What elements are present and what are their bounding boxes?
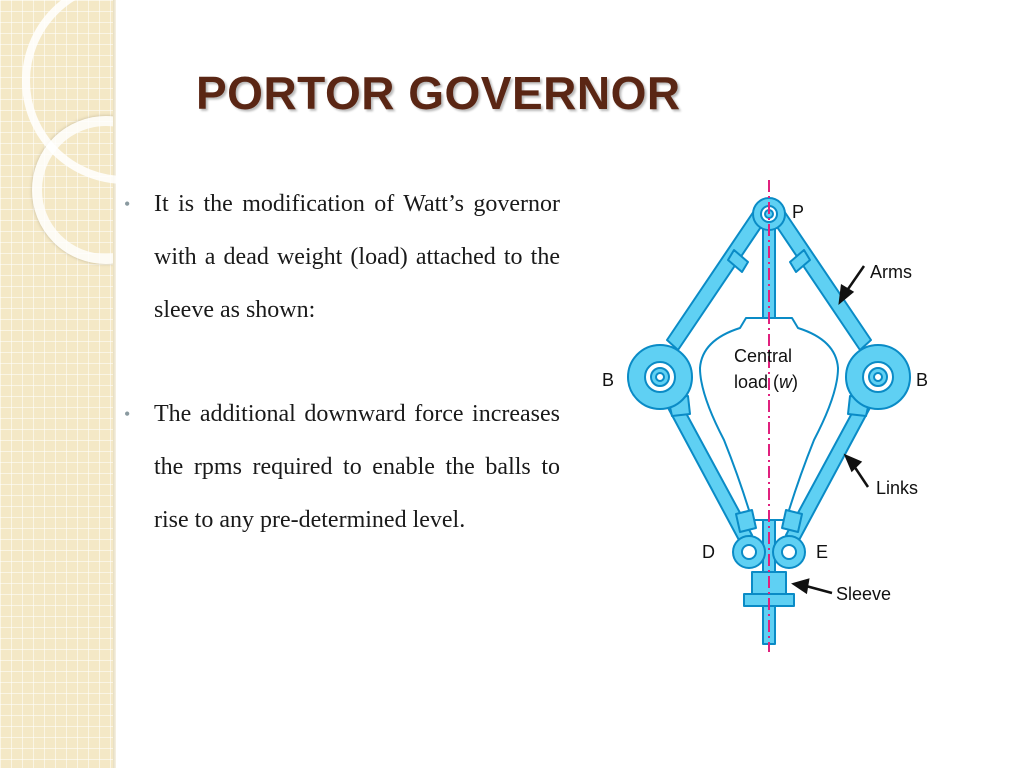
ball-right-center [873,372,883,382]
pivot-d-ring [741,544,757,560]
label-b-right: B [916,370,928,390]
sleeve-pointer-arrow [805,584,833,595]
link-collar-left [735,509,757,533]
sleeve-pointer-arrowhead [791,578,810,595]
arms-pointer-arrowhead [838,283,855,305]
bullet-icon: • [124,194,131,214]
bullet-text: It is the modification of Watt’s governo… [154,191,560,323]
arm-collar-left [727,249,749,273]
links-pointer-arrow [852,465,870,488]
decorative-ring [22,0,228,184]
arm-collar-right [789,249,811,273]
label-p: P [792,202,804,222]
label-central-line1: Central [734,346,792,366]
slide-title: PORTOR GOVERNOR [196,67,681,119]
label-links: Links [876,478,918,498]
bullet-text: The additional downward force increases … [154,401,560,533]
link-collar-right [781,509,803,533]
label-sleeve: Sleeve [836,584,891,604]
label-e: E [816,542,828,562]
bullet-item: • The additional downward force increase… [124,388,560,547]
label-d: D [702,542,715,562]
porter-governor-diagram: P Arms B B Central load (w) Links D E Sl… [602,180,928,652]
bullet-list: • It is the modification of Watt’s gover… [124,178,560,547]
links-pointer-arrowhead [843,453,863,473]
label-arms: Arms [870,262,912,282]
side-panel-edge [113,0,116,768]
bullet-icon: • [124,404,131,424]
arms-pointer-arrow [844,265,866,293]
bullet-item: • It is the modification of Watt’s gover… [124,178,560,337]
label-central-line2: load (w) [734,372,798,392]
label-b-left: B [602,370,614,390]
ball-left-center [655,372,665,382]
pivot-e-ring [781,544,797,560]
